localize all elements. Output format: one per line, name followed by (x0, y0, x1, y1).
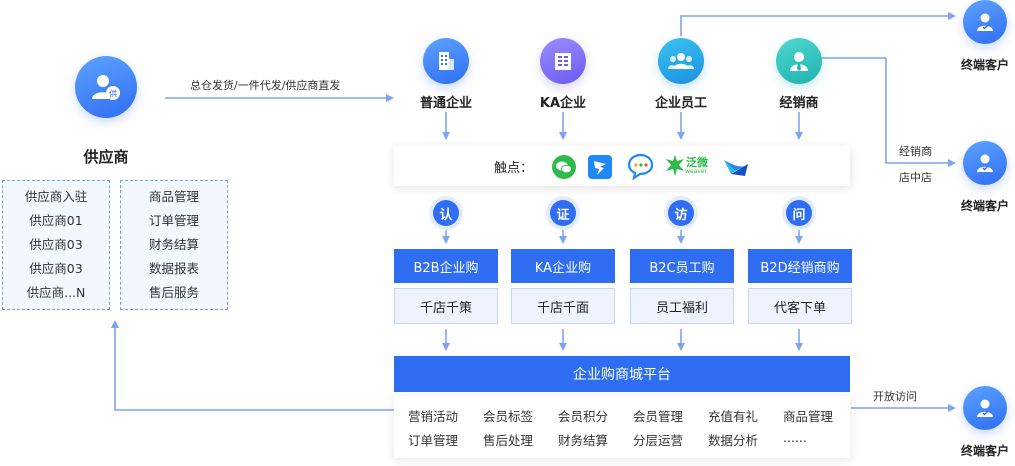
platform-feature: ...... (783, 430, 807, 445)
dingtalk-icon[interactable] (587, 154, 613, 184)
list-item: 售后服务 (148, 285, 199, 300)
role-label-ka: KA企业 (539, 96, 587, 111)
customer-avatar-middle (963, 141, 1007, 185)
platform-title[interactable]: 企业购商城平台 (394, 356, 850, 392)
list-item: 供应商入驻 (24, 189, 88, 204)
touchpoints-bar: 触点： 泛微 weaver (394, 146, 850, 186)
customer-avatar-bottom (963, 386, 1007, 430)
role-label-dealer: 经销商 (779, 96, 819, 111)
weaver-text: 泛微 (686, 156, 708, 169)
platform-feature: 售后处理 (483, 433, 534, 448)
platform-feature: 商品管理 (783, 409, 834, 424)
channel-b2c-feature[interactable]: 员工福利 (630, 288, 734, 324)
customer-label-middle: 终端客户 (960, 199, 1009, 213)
store-edge-label: 店中店 (899, 171, 932, 184)
ka-enterprise-avatar (540, 38, 586, 84)
supplier-title: 供应商 (83, 148, 129, 166)
list-item: 财务结算 (148, 237, 199, 252)
platform-feature: 财务结算 (558, 433, 609, 448)
role-label-employee: 企业员工 (654, 96, 707, 111)
letter-circle-visit: 访 (668, 200, 694, 226)
weaver-subtext: weaver (685, 168, 707, 175)
platform-feature: 会员标签 (483, 409, 534, 424)
open-access-edge-label: 开放访问 (873, 390, 917, 403)
platform-feature: 订单管理 (408, 433, 459, 448)
customer-icon (977, 399, 993, 417)
platform-feature: 会员管理 (633, 409, 684, 424)
role-label-enterprise: 普通企业 (419, 96, 472, 111)
list-item: 供应商03 (29, 261, 83, 276)
supplier-avatar: 供 (75, 56, 137, 118)
supplier-list-box: 供应商入驻 供应商01 供应商03 供应商03 供应商...N (2, 180, 110, 310)
employee-to-customer-arrow (680, 12, 956, 36)
channel-b2d-button[interactable]: B2D经销商购 (748, 249, 852, 283)
customer-icon (977, 154, 993, 172)
letter-circle-verify: 证 (550, 200, 576, 226)
list-item: 商品管理 (148, 189, 199, 204)
dealer-avatar (776, 38, 822, 84)
dealer-edge-label: 经销商 (899, 145, 932, 158)
letter-circle-ask: 问 (786, 200, 812, 226)
channel-ka-feature[interactable]: 千店千面 (511, 288, 615, 324)
channel-b2b-feature[interactable]: 千店千策 (394, 288, 498, 324)
svg-text:供: 供 (109, 89, 117, 99)
list-item: 供应商01 (29, 213, 83, 228)
list-item: 供应商03 (29, 237, 83, 252)
dealer-to-customer-arrow (799, 57, 956, 167)
customer-label-top: 终端客户 (960, 58, 1009, 72)
platform-feature: 充值有礼 (708, 409, 759, 424)
customer-avatar-top (963, 0, 1007, 44)
employee-avatar (658, 38, 704, 84)
list-item: 供应商...N (26, 285, 86, 300)
supplier-person-icon: 供 (92, 75, 120, 100)
wechat-icon[interactable] (551, 154, 577, 184)
building-icon (439, 52, 454, 70)
channel-b2c-button[interactable]: B2C员工购 (630, 249, 734, 283)
channel-b2d-feature[interactable]: 代客下单 (748, 288, 852, 324)
platform-feature: 营销活动 (408, 409, 459, 424)
channel-ka-button[interactable]: KA企业购 (511, 249, 615, 283)
customer-icon (977, 13, 993, 31)
channel-b2b-button[interactable]: B2B企业购 (394, 249, 498, 283)
users-icon (668, 53, 694, 69)
enterprise-avatar (423, 38, 469, 84)
dealer-icon (790, 52, 808, 71)
platform-to-supplier-arrow (111, 320, 394, 411)
office-building-icon (555, 53, 571, 70)
platform-feature: 分层运营 (633, 433, 684, 448)
platform-feature: 会员积分 (558, 409, 609, 424)
weaver-logo[interactable]: 泛微 weaver (664, 153, 714, 181)
platform-features: 营销活动 会员标签 会员积分 会员管理 充值有礼 商品管理 订单管理 售后处理 … (394, 396, 850, 458)
list-item: 订单管理 (148, 213, 199, 228)
list-item: 数据报表 (148, 261, 199, 276)
letter-circle-auth: 认 (433, 200, 459, 226)
platform-feature: 数据分析 (708, 433, 759, 448)
supplier-function-box: 商品管理 订单管理 财务结算 数据报表 售后服务 (120, 180, 228, 310)
chat-bubble-icon[interactable] (625, 153, 655, 185)
customer-label-bottom: 终端客户 (960, 444, 1009, 458)
supplier-flow-label: 总仓发货/一件代发/供应商直发 (190, 79, 341, 92)
feishu-icon[interactable] (721, 154, 751, 184)
touchpoints-label: 触点： (494, 161, 534, 176)
